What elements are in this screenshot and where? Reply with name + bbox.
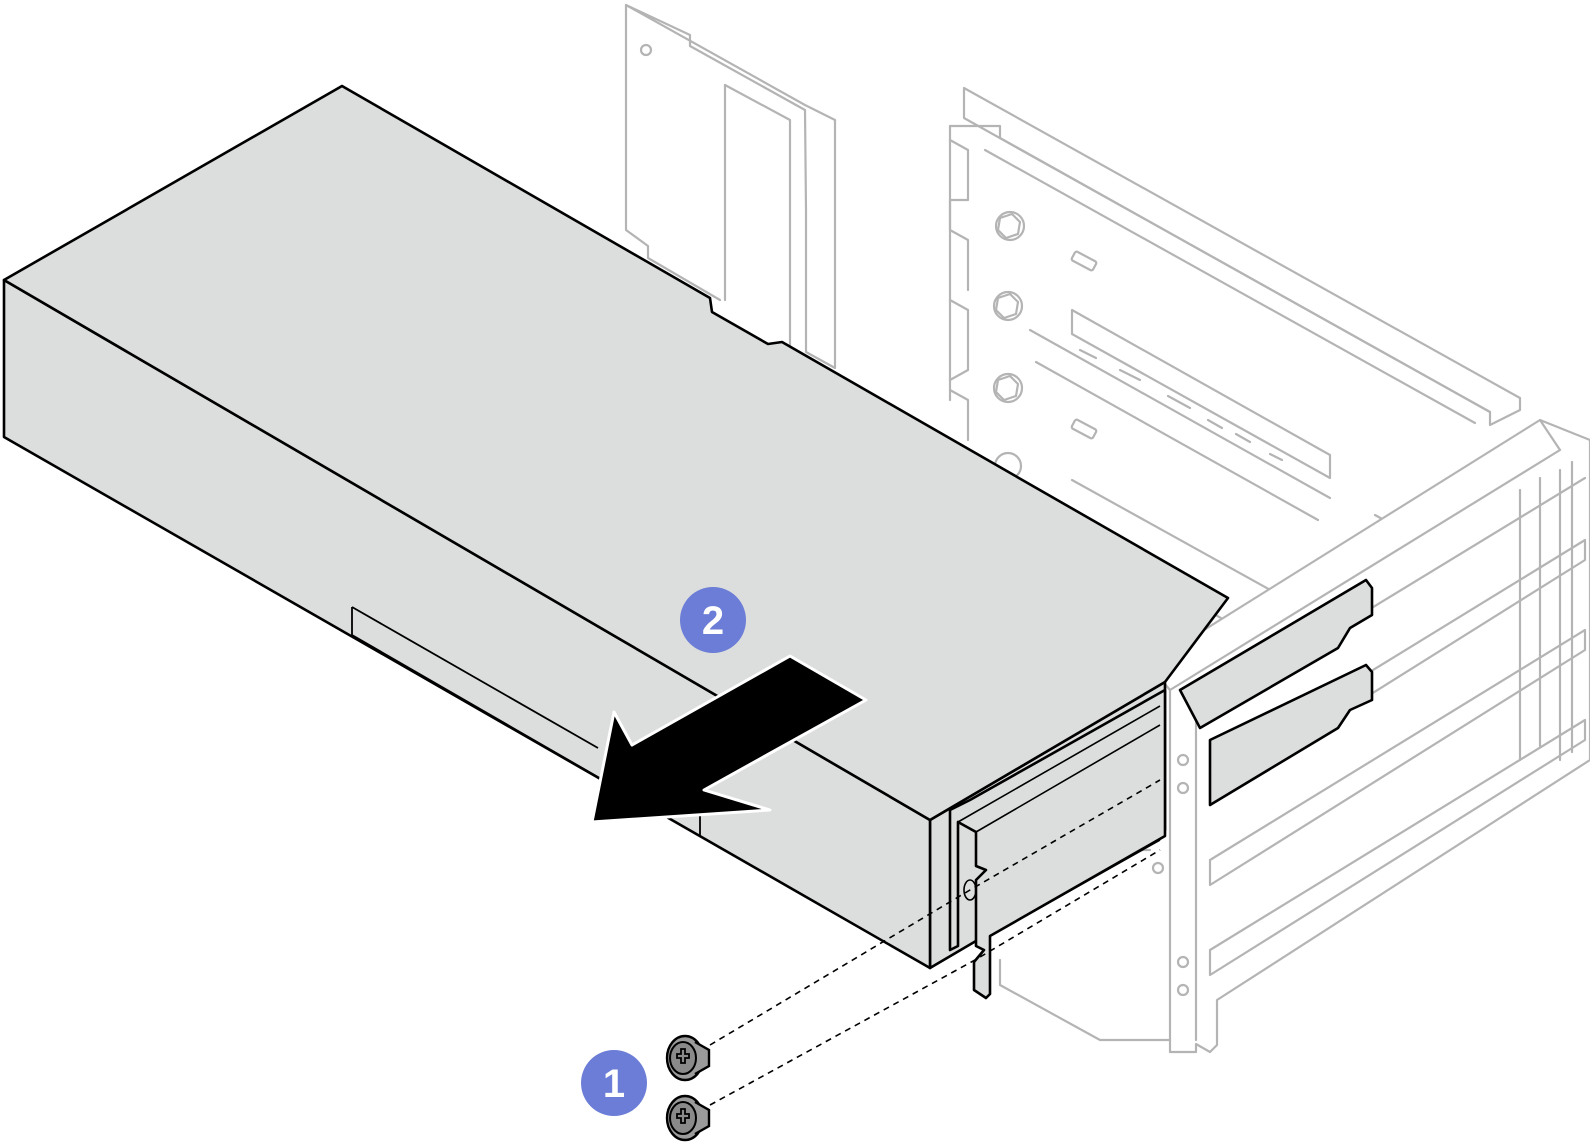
screw-icon[interactable] <box>665 1034 711 1082</box>
thumb-screw-icon <box>992 290 1024 322</box>
riser-cage <box>624 3 1590 1054</box>
callout-circle-2 <box>680 587 746 653</box>
callout-number-2: 2 <box>702 599 724 643</box>
callout-2: 2 <box>680 587 746 653</box>
thumb-screw-icon <box>992 372 1024 404</box>
pcie-bracket[interactable] <box>948 688 1167 1000</box>
screw-path-lines <box>709 779 1161 1106</box>
callout-circle-1 <box>581 1050 647 1116</box>
thumb-screw-icon <box>994 210 1026 242</box>
arrow-icon <box>590 654 868 824</box>
screw-icon[interactable] <box>665 1094 711 1142</box>
callout-1: 1 <box>581 1050 647 1116</box>
callout-number-1: 1 <box>603 1062 625 1106</box>
